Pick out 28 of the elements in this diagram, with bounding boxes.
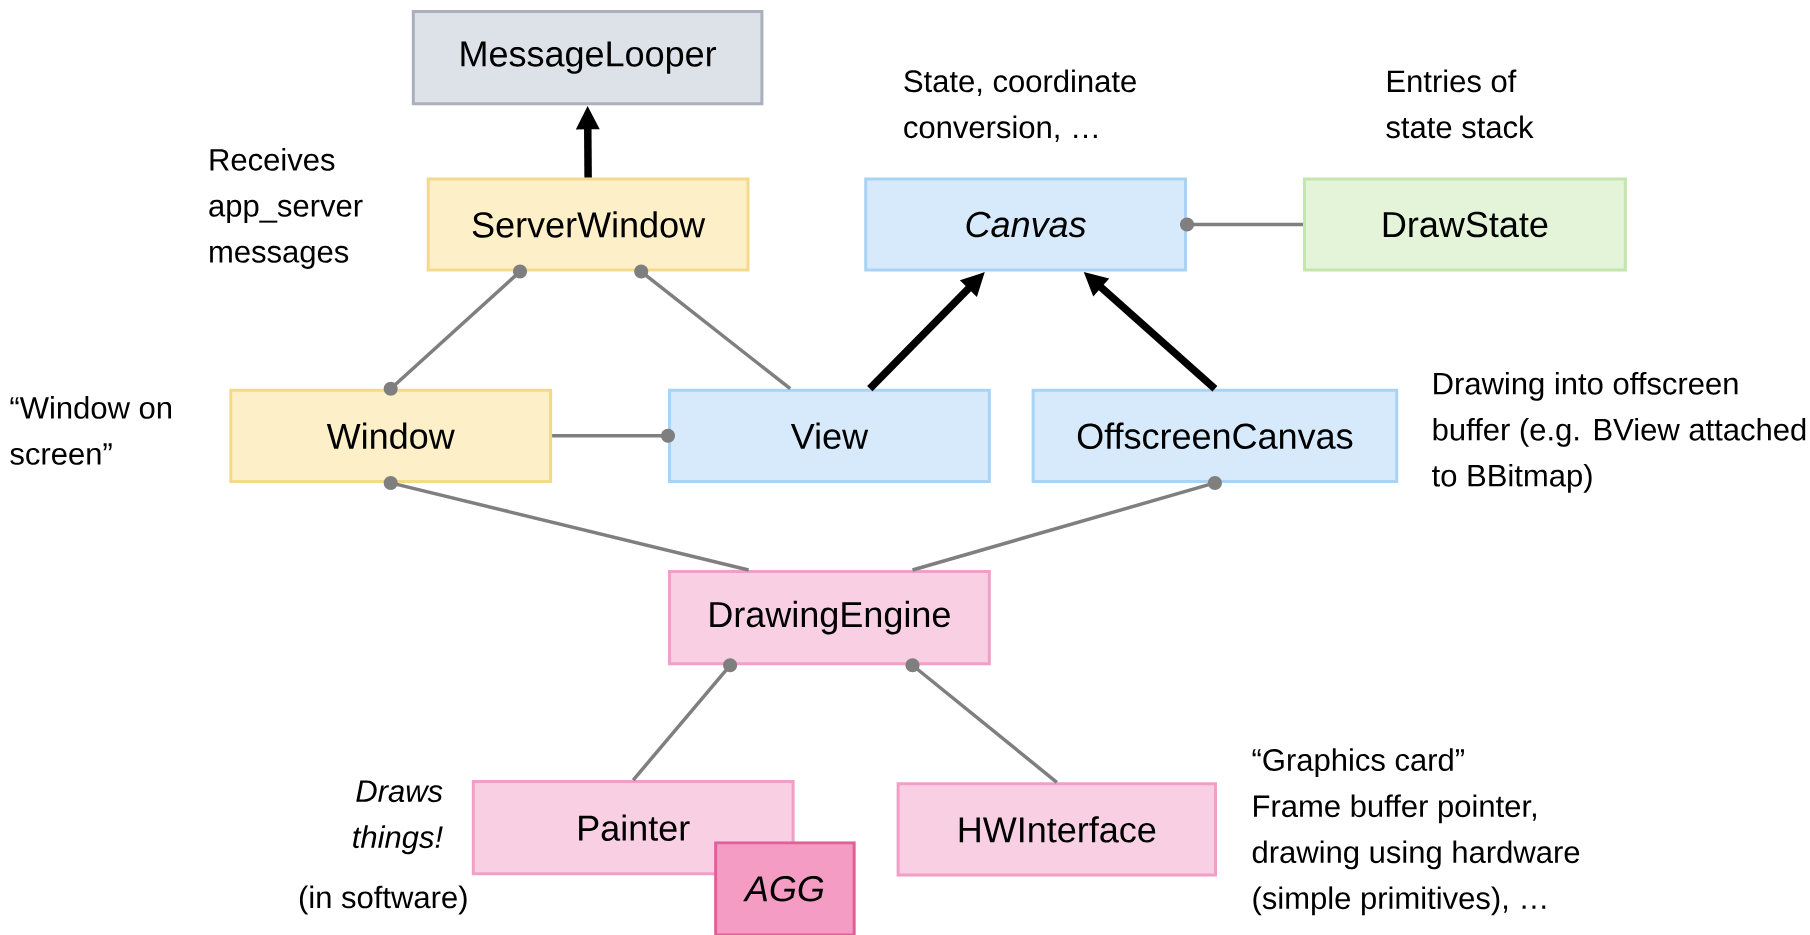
connector xyxy=(905,658,1058,784)
class-box: HWInterface xyxy=(896,782,1217,877)
connector xyxy=(912,475,1222,572)
connector xyxy=(631,658,738,782)
class-box: DrawState xyxy=(1302,177,1627,272)
side-note: Entries of state stack xyxy=(1386,69,1534,139)
connector xyxy=(1180,217,1303,232)
class-box: DrawingEngine xyxy=(668,569,991,666)
connector xyxy=(383,475,750,572)
side-note: Draws things! xyxy=(353,780,443,855)
side-note: “Window on screen” xyxy=(10,396,171,465)
side-note: Drawing into offscreen buffer (e.g. BView attached to BBitmap) xyxy=(1432,371,1806,493)
connector xyxy=(552,428,675,443)
class-box: OffscreenCanvas xyxy=(1031,388,1399,483)
side-note: State, coordinate conversion, … xyxy=(904,69,1136,142)
class-box: Window xyxy=(229,388,553,483)
side-note: “Graphics card” xyxy=(1252,748,1464,778)
connector xyxy=(383,264,527,396)
side-note: Frame buffer pointer, drawing using hardware (simple primitives), … xyxy=(1252,794,1580,916)
class-box: ServerWindow xyxy=(426,177,750,272)
class-box: Canvas xyxy=(864,177,1187,272)
class-box: Painter xyxy=(471,780,795,876)
connector xyxy=(634,264,792,391)
class-box: AGG xyxy=(714,841,856,935)
side-note: Receives app_server messages xyxy=(209,148,363,269)
side-note: (in software) xyxy=(299,885,467,915)
class-box: View xyxy=(668,388,991,483)
class-box: MessageLooper xyxy=(411,10,764,106)
